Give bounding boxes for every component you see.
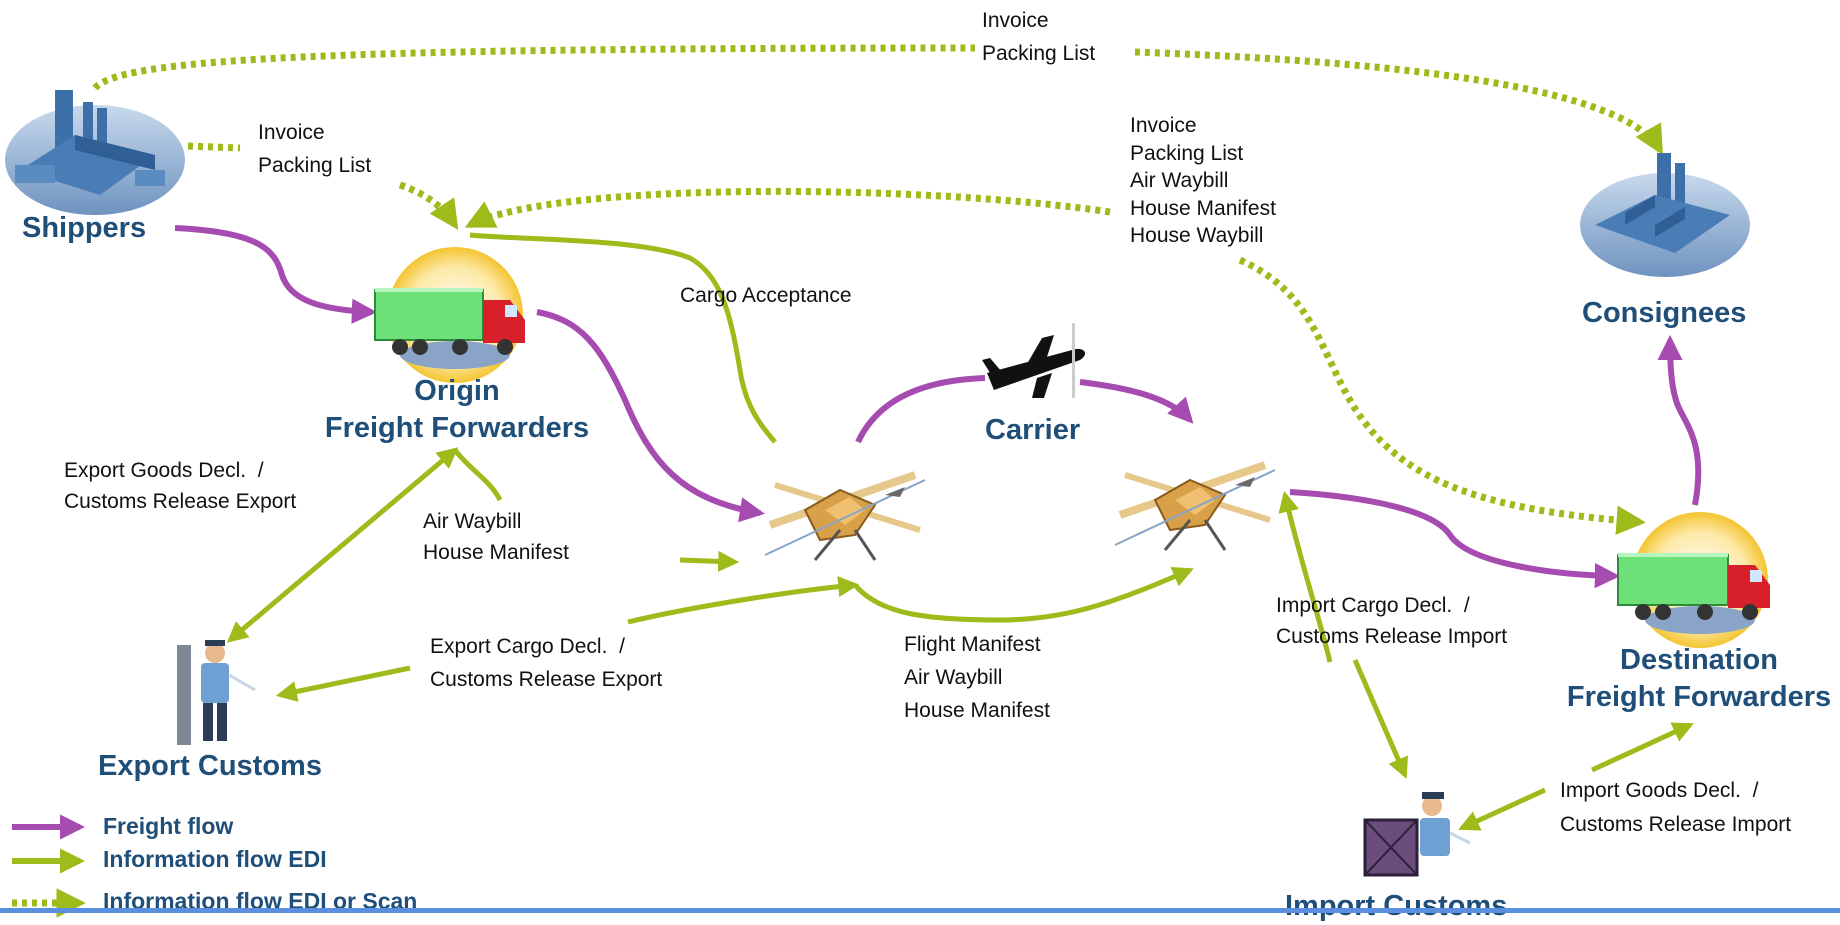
flow-to-origin-airport — [679, 550, 740, 572]
factory-icon — [5, 90, 185, 215]
truck-icon — [1617, 512, 1770, 648]
flow-origin-airport — [536, 309, 765, 523]
airplane-icon — [982, 323, 1086, 398]
flow-shipper-origin-dotted — [187, 142, 241, 152]
airport-icon — [764, 471, 926, 561]
customs-inspector-icon — [1363, 792, 1471, 877]
airport-icon — [1114, 461, 1276, 551]
flow-import-cargo-up — [1278, 490, 1333, 663]
flow-airport-carrier — [855, 375, 986, 444]
flow-flight-manifest — [853, 566, 1194, 623]
air-waybill-house-manifest: Air Waybill House Manifest — [423, 510, 569, 564]
export-customs-label: Export Customs — [98, 750, 322, 782]
export-goods-decl: Export Goods Decl. / Customs Release Exp… — [64, 459, 297, 513]
flow-shipper-origin-dotted-2 — [398, 181, 459, 230]
flow-import-goods — [1458, 787, 1547, 831]
legend-information-flow-edi: Information flow EDI — [103, 846, 327, 872]
destination-freight-forwarders-label: Destination Freight Forwarders — [1566, 644, 1832, 713]
consignees-label: Consignees — [1582, 297, 1747, 329]
cargo-acceptance-label: Cargo Acceptance — [680, 284, 852, 307]
legend-swatches — [12, 814, 86, 918]
bottom-rule — [0, 908, 1840, 913]
truck-icon — [374, 247, 525, 383]
flow-air-waybill-loop — [453, 448, 503, 502]
flow-airport-destination — [1289, 489, 1621, 589]
flow-consignee-origin-dotted — [464, 187, 1111, 229]
flow-export-cargo-airport — [627, 576, 860, 625]
freight-flows — [174, 225, 1702, 589]
flow-cargo-acceptance — [469, 232, 777, 444]
flow-export-cargo — [275, 665, 411, 702]
legend-freight-flow: Freight flow — [103, 813, 234, 839]
flow-shipper-origin — [174, 225, 378, 324]
top-invoice-packing-list: Invoice Packing List — [982, 9, 1096, 65]
origin-freight-forwarders-label: Origin Freight Forwarders — [324, 375, 590, 444]
customs-officer-icon — [177, 640, 256, 745]
factory-icon — [1580, 153, 1750, 277]
carrier-label: Carrier — [985, 414, 1081, 446]
shipper-invoice-packing-list: Invoice Packing List — [258, 121, 372, 177]
flow-carrier-airport — [1079, 379, 1194, 424]
import-customs-label: Import Customs — [1285, 890, 1508, 922]
carrier-documents: Invoice Packing List Air Waybill House M… — [1130, 114, 1276, 247]
flow-export-goods — [226, 447, 459, 643]
flow-destination-consignees — [1657, 334, 1702, 506]
shippers-label: Shippers — [22, 212, 147, 244]
flow-import-cargo-down — [1352, 659, 1408, 779]
flow-shipper-consignee-dotted-right — [1134, 48, 1664, 156]
flow-import-goods-dest — [1590, 722, 1694, 773]
import-goods-decl: Import Goods Decl. / Customs Release Imp… — [1560, 779, 1792, 836]
scan-flows — [92, 44, 1664, 535]
edi-flows — [226, 232, 1694, 831]
export-cargo-decl: Export Cargo Decl. / Customs Release Exp… — [430, 635, 663, 691]
flight-manifest-documents: Flight Manifest Air Waybill House Manife… — [904, 633, 1050, 722]
flow-shipper-consignee-dotted — [92, 44, 976, 91]
flow-docs-destination-dotted — [1238, 256, 1646, 535]
import-cargo-decl: Import Cargo Decl. / Customs Release Imp… — [1276, 594, 1508, 648]
